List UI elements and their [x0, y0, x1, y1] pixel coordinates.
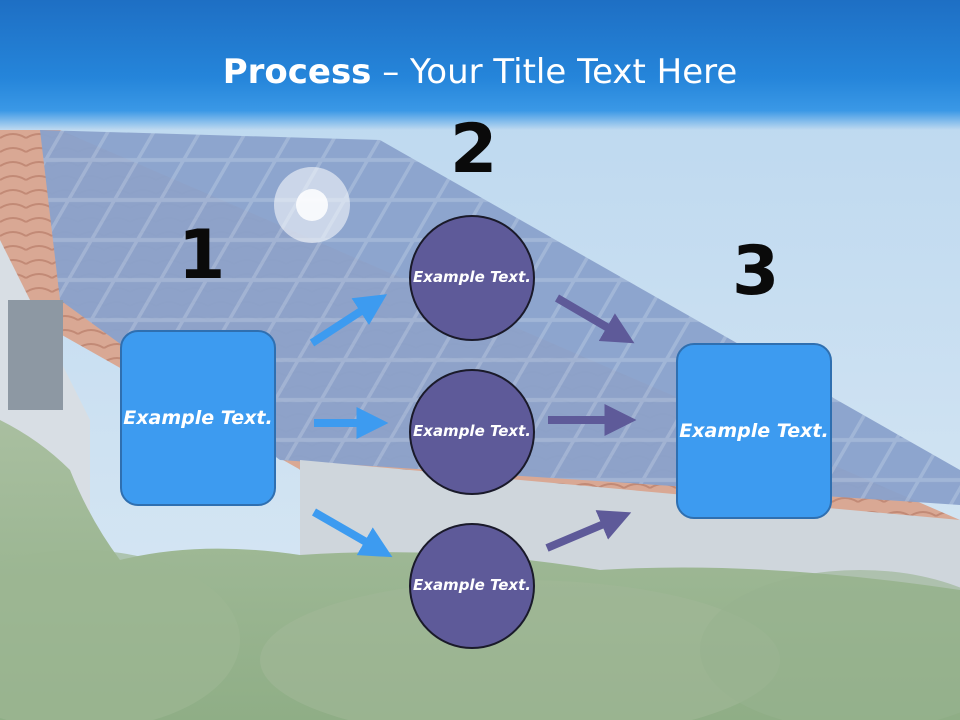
step-number-1: 1: [178, 216, 226, 295]
title-bold: Process: [222, 52, 372, 92]
arrow-1-to-2-bottom: [312, 508, 393, 558]
title-bar: [0, 0, 960, 130]
arrow-2-bottom-to-3: [545, 510, 632, 552]
title-rest: – Your Title Text Here: [371, 52, 738, 92]
slide-title: Process – Your Title Text Here: [0, 52, 960, 92]
step-1-box: Example Text.: [120, 330, 276, 506]
arrow-1-to-2-top: [309, 294, 388, 347]
step-2-circle-middle: Example Text.: [409, 369, 535, 495]
step-2-circle-top: Example Text.: [409, 215, 535, 341]
step-number-2: 2: [450, 110, 498, 189]
step-2-circle-bottom: Example Text.: [409, 523, 535, 649]
arrow-2-top-to-3: [554, 294, 635, 344]
step-number-3: 3: [732, 232, 780, 311]
step-3-box: Example Text.: [676, 343, 832, 519]
